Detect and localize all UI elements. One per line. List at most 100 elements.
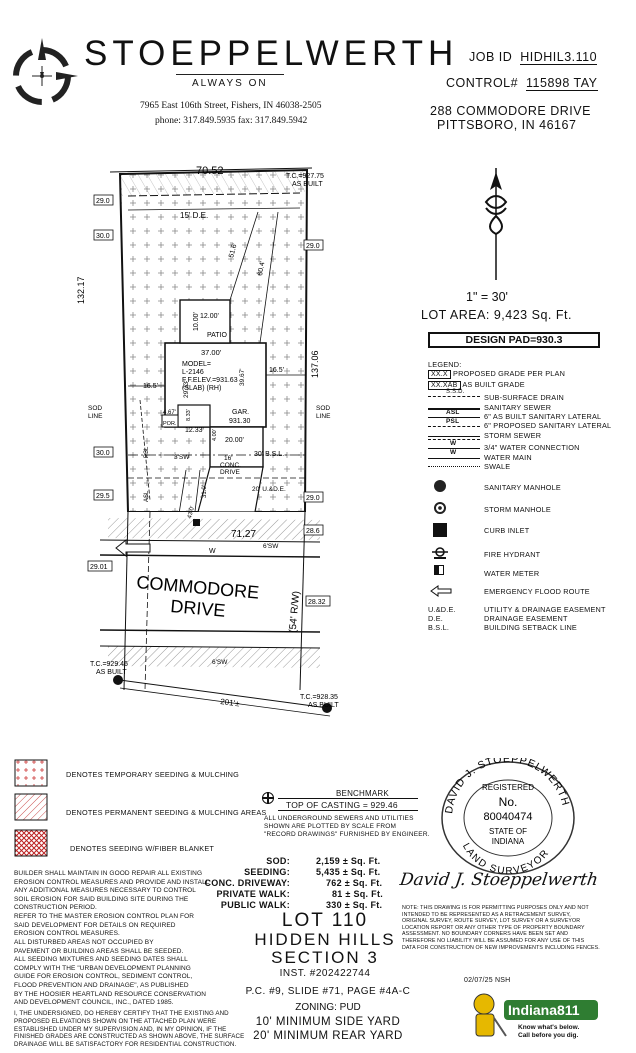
lot-area: LOT AREA: 9,423 Sq. Ft. <box>421 308 572 322</box>
right-of-way: (54' R/W) <box>288 591 303 634</box>
drive-dim-31: 31.0' <box>202 485 208 498</box>
company-logo <box>10 38 80 110</box>
control-value: 115898 TAY <box>526 76 598 91</box>
svg-text:29.0: 29.0 <box>306 243 320 250</box>
company-contact: phone: 317.849.5935 fax: 317.849.5942 <box>155 116 308 126</box>
seeding-key: DENOTES TEMPORARY SEEDING & MULCHING DEN… <box>14 758 266 858</box>
legend-item: WATER MAIN <box>484 453 532 462</box>
quantity-label: PRIVATE WALK: <box>216 889 290 899</box>
drawing-scale: 1" = 30' <box>466 290 508 304</box>
water-main-label: W <box>209 548 216 555</box>
front-dimension: 71.27 <box>231 529 256 540</box>
company-tagline: ALWAYS ON <box>192 78 268 89</box>
fire-hydrant-icon <box>432 546 448 565</box>
sod-line-right: SOD <box>316 405 330 412</box>
sidewalk-top <box>108 518 320 540</box>
dim-467: 4.67' <box>163 410 176 416</box>
ff-elevation: F.F.ELEV.=931.63 <box>182 377 238 384</box>
private-walk: 3'SW <box>174 454 190 461</box>
site-street: 288 COMMODORE DRIVE <box>430 104 591 118</box>
legend-item: SUB-SURFACE DRAIN <box>484 393 565 402</box>
svg-text:30.0: 30.0 <box>96 233 110 240</box>
dim-51: 51.6' <box>228 242 239 258</box>
svg-text:29.5: 29.5 <box>96 493 110 500</box>
benchmark-note: ALL UNDERGROUND SEWERS AND UTILITIES <box>264 815 414 822</box>
legend-item: STORM MANHOLE <box>484 505 551 514</box>
legend-item: EMERGENCY FLOOD ROUTE <box>484 587 590 596</box>
grade-labels: 29.0 30.0 29.0 30.0 29.5 29.0 28.6 29.01… <box>87 194 331 607</box>
left-side-yard: 16.5' <box>143 383 158 390</box>
flood-route-arrow-icon <box>430 584 452 602</box>
legend-item: XX.XAB AS BUILT GRADE <box>428 380 525 390</box>
job-id-label: JOB ID <box>469 50 513 64</box>
garage-width: 20.00' <box>225 437 244 444</box>
utility-easement: 20' U.&D.E. <box>252 486 286 493</box>
asl-label: ASL <box>144 490 150 502</box>
model-label: MODEL= <box>182 361 211 368</box>
drive-width: 16' <box>224 455 232 462</box>
manhole-icon <box>322 703 332 713</box>
house-width: 37.00' <box>201 348 222 357</box>
porch-label: POR. <box>163 421 177 427</box>
drive-dim-43: 43.0' <box>187 505 196 519</box>
seal-state: STATE OF <box>489 827 527 836</box>
legend-item: WATER METER <box>484 569 540 578</box>
legend-item: BUILDING SETBACK LINE <box>484 623 578 632</box>
manhole-icon <box>113 675 123 685</box>
quantity-value: 762 ± Sq. Ft. <box>326 878 383 888</box>
legend-item: UTILITY & DRAINAGE EASEMENT <box>484 605 606 614</box>
side-yard: 10' MINIMUM SIDE YARD <box>255 1016 401 1028</box>
benchmark-note: SHOWN ARE PLOTTED BY SCALE FROM <box>264 823 397 830</box>
tc-left-sub: AS BUILT <box>96 669 127 676</box>
company-address: 7965 East 106th Street, Fishers, IN 4603… <box>140 101 322 111</box>
sod-line-left: SOD <box>88 405 102 412</box>
sidewalk-bottom <box>108 646 320 668</box>
compass-logo-icon <box>13 38 78 105</box>
right-side-yard: 16.5' <box>269 367 284 374</box>
seeding-blanket-label: DENOTES SEEDING W/FIBER BLANKET <box>70 844 215 853</box>
right-dimension: 137.06 <box>310 350 320 378</box>
svg-text:28.32: 28.32 <box>308 599 326 606</box>
tc-right-sub: AS BUILT <box>308 702 339 709</box>
water-meter-icon <box>193 519 200 526</box>
svg-text:29.01: 29.01 <box>90 564 108 571</box>
site-city: PITTSBORO, IN 46167 <box>437 118 577 132</box>
zoning: ZONING: PUD <box>295 1002 361 1013</box>
subdivision-name: HIDDEN HILLS <box>254 930 396 949</box>
tc-right: T.C.=928.35 <box>300 694 338 701</box>
legend-item: DRAINAGE EASEMENT <box>484 614 568 623</box>
indiana811-tagline-2: Call before you dig. <box>518 1032 579 1039</box>
water-meter-icon <box>434 565 444 575</box>
tc-top-sub: AS BUILT <box>292 181 323 188</box>
quantity-label: SEEDING: <box>244 867 290 877</box>
patio-width: 12.00' <box>200 313 219 320</box>
public-walk-bottom: 6'SW <box>212 659 228 666</box>
legend-item: CURB INLET <box>484 526 530 535</box>
brand-divider <box>176 74 284 75</box>
surveyor-signature: David J. Stoeppelwerth <box>398 870 600 890</box>
seal-number: 80040474 <box>484 811 533 823</box>
seal-registered: REGISTERED <box>482 783 534 792</box>
svg-text:30.0: 30.0 <box>96 450 110 457</box>
slab-label: (SLAB) (RH) <box>182 385 221 392</box>
job-id-row: JOB ID HIDHIL3.110 <box>469 50 598 65</box>
quantity-value: 81 ± Sq. Ft. <box>332 889 384 899</box>
drawing-date: 02/07/25 NSH <box>464 977 511 984</box>
storm-manhole-icon <box>434 502 446 514</box>
legend-item: SWALE <box>484 462 511 471</box>
seeding-temp-label: DENOTES TEMPORARY SEEDING & MULCHING <box>66 770 240 779</box>
construction-worker-icon <box>473 993 598 1037</box>
garage-elev: 931.30 <box>229 418 251 425</box>
drive-label: DRIVE <box>220 469 241 476</box>
seal-no: No. <box>499 795 518 809</box>
indiana811-logo: Indiana811 Know what's below. Call befor… <box>470 988 600 1044</box>
dim-60: 60.4' <box>257 260 266 276</box>
benchmark-note: "RECORD DRAWINGS" FURNISHED BY ENGINEER. <box>264 831 430 838</box>
building-setback: 30' B.S.L. <box>254 451 284 458</box>
sanitary-manhole-icon <box>434 480 446 492</box>
house-depth: 39.67' <box>239 368 246 386</box>
quantity-value: 330 ± Sq. Ft. <box>326 900 383 910</box>
distance-201: 201'± <box>220 697 241 708</box>
rear-yard: 20' MINIMUM REAR YARD <box>253 1030 403 1042</box>
quantity-label: CONC. DRIVEWAY: <box>204 878 290 888</box>
